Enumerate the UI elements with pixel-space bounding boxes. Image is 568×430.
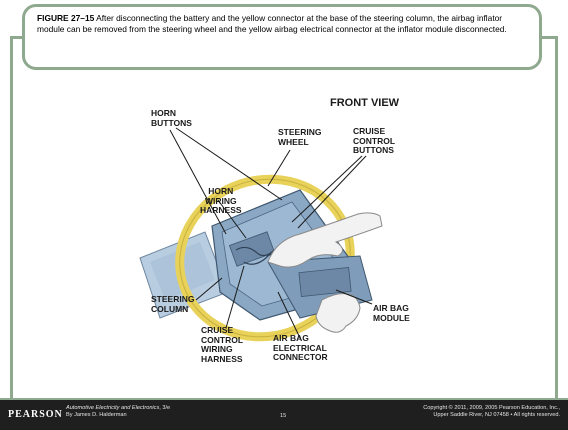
copyright-line-1: Copyright © 2011, 2009, 2005 Pearson Edu… — [423, 405, 560, 412]
book-author: By James D. Halderman — [66, 412, 170, 419]
pearson-logo: PEARSON — [8, 409, 63, 420]
label-horn-buttons: HORN BUTTONS — [151, 109, 192, 128]
front-view-title: FRONT VIEW — [330, 97, 399, 109]
book-credit: Automotive Electricity and Electronics, … — [66, 405, 170, 419]
label-cruise-control-buttons: CRUISE CONTROL BUTTONS — [353, 127, 395, 156]
label-cruise-control-wiring-harness: CRUISE CONTROL WIRING HARNESS — [201, 326, 243, 364]
label-horn-wiring-harness: HORN WIRING HARNESS — [200, 187, 242, 216]
label-air-bag-electrical-connector: AIR BAG ELECTRICAL CONNECTOR — [273, 334, 328, 363]
page-number: 15 — [280, 413, 286, 419]
hand-lower — [316, 294, 360, 333]
copyright-notice: Copyright © 2011, 2009, 2005 Pearson Edu… — [423, 405, 560, 419]
slide-footer: PEARSON Automotive Electricity and Elect… — [0, 400, 568, 430]
label-air-bag-module: AIR BAG MODULE — [373, 304, 410, 323]
label-steering-wheel: STEERING WHEEL — [278, 128, 321, 147]
book-edition: , 3/e — [159, 405, 170, 411]
book-title: Automotive Electricity and Electronics — [66, 405, 159, 411]
copyright-line-2: Upper Saddle River, NJ 07458 • All right… — [423, 412, 560, 419]
label-steering-column: STEERING COLUMN — [151, 295, 194, 314]
